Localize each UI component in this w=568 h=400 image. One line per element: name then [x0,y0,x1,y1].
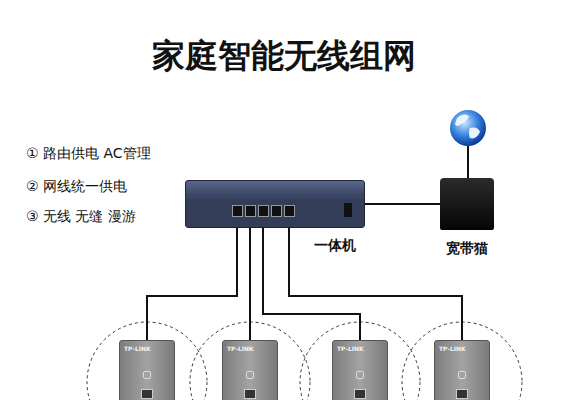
globe-land [469,128,480,139]
network-cable [263,228,360,340]
ethernet-port [258,205,269,217]
panel-port [244,389,256,399]
brand-text: TP-LINK [337,345,364,352]
panel-port [141,389,153,399]
panel-led [356,371,364,379]
modem-box: 宽带猫 [440,178,494,230]
globe-land [455,114,469,126]
brand-text: TP-LINK [124,345,151,352]
panel-port [456,389,468,399]
wall-ap-panel: TP-LINK [222,340,278,400]
network-cable [289,228,462,340]
wall-ap-panel: TP-LINK [332,340,388,400]
ethernet-port [245,205,256,217]
globe-icon [450,110,486,146]
title: 家庭智能无线组网 [0,34,568,79]
panel-led [458,371,466,379]
feature-note: ③ 无线 无缝 漫游 [26,208,136,226]
ethernet-port [284,205,295,217]
device-label: 宽带猫 [420,240,514,258]
internet-line [467,146,469,178]
network-cable [365,203,440,205]
feature-note: ① 路由供电 AC管理 [26,145,151,163]
wall-ap-panel: TP-LINK [434,340,490,400]
brand-text: TP-LINK [439,345,466,352]
router-box: 一体机 [185,180,365,228]
brand-text: TP-LINK [227,345,254,352]
panel-port [354,389,366,399]
feature-note: ② 网线统一供电 [26,178,127,196]
power-plug [344,203,352,217]
network-cable [249,228,251,340]
panel-led [246,371,254,379]
panel-led [143,371,151,379]
device-label: 一体机 [314,237,356,255]
wall-ap-panel: TP-LINK [119,340,175,400]
network-cable [147,228,237,340]
ethernet-port [232,205,243,217]
ethernet-port [271,205,282,217]
